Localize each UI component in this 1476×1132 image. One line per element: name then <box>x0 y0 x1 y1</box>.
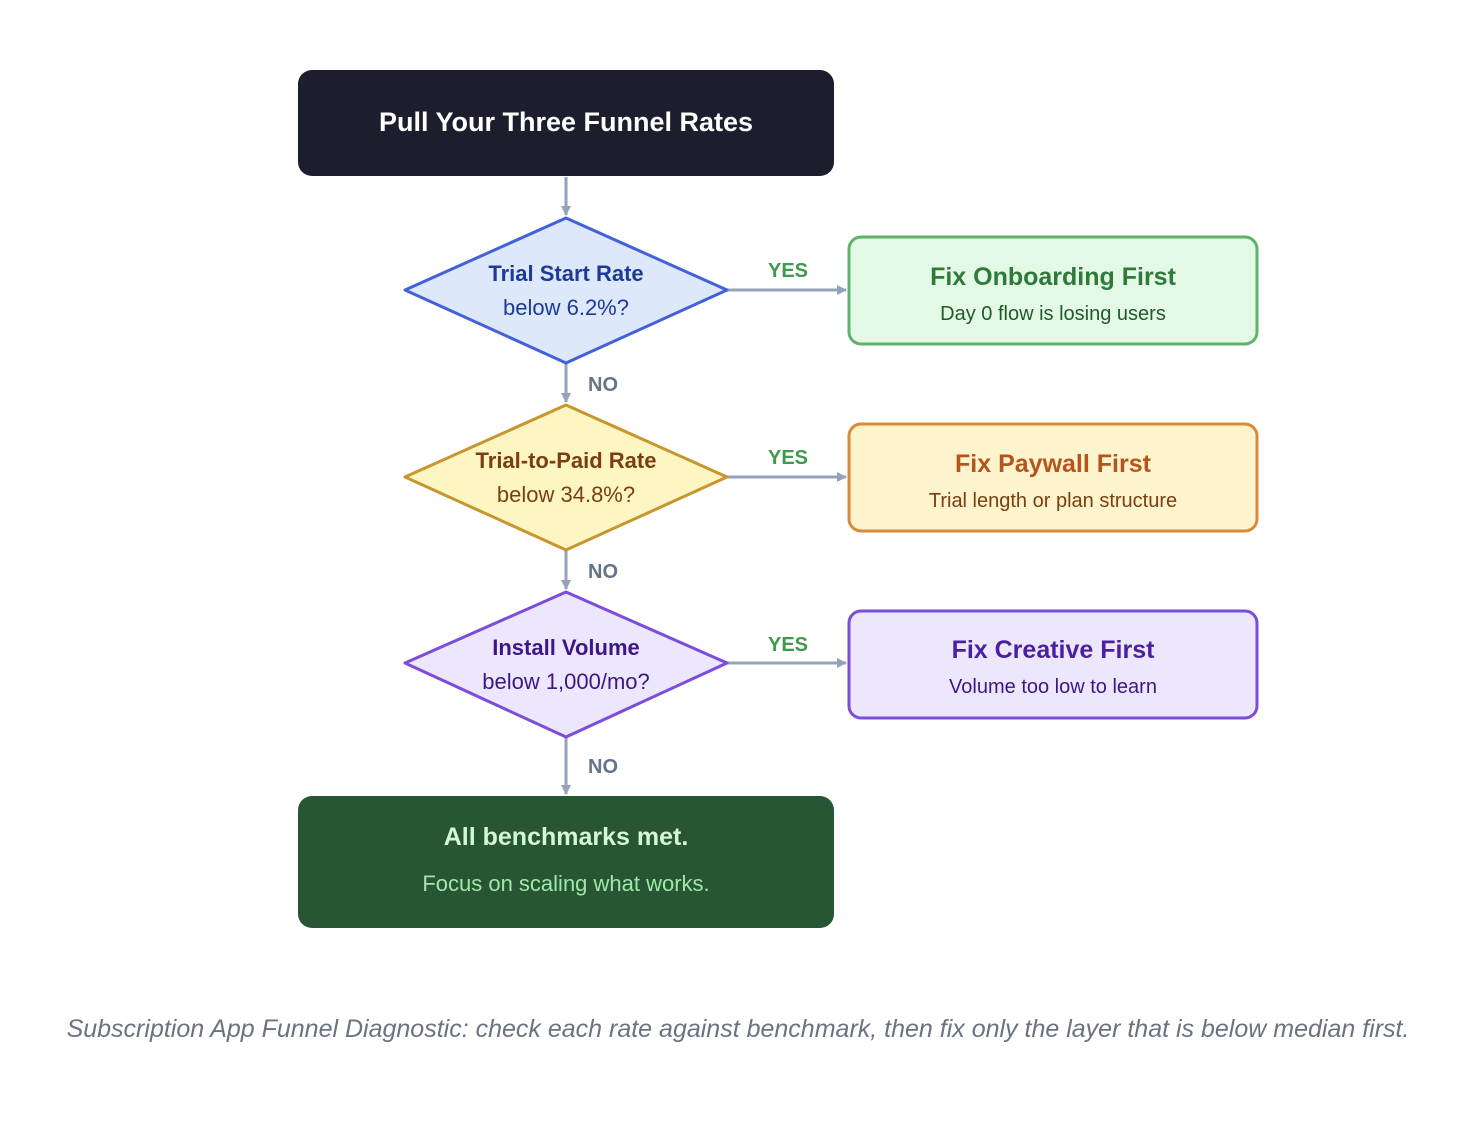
decision-install-volume: Install Volume below 1,000/mo? <box>403 590 729 739</box>
decision-trial-start-rate-title: Trial Start Rate <box>488 261 643 286</box>
outcome-fix-creative: Fix Creative First Volume too low to lea… <box>847 609 1259 720</box>
yes-label-onboarding: YES <box>768 260 808 282</box>
decision-trial-start-rate-question: below 6.2%? <box>503 295 629 320</box>
end-node-title: All benchmarks met. <box>444 823 689 851</box>
decision-trial-to-paid-rate: Trial-to-Paid Rate below 34.8%? <box>403 403 729 552</box>
decision-install-volume-diamond <box>403 590 729 739</box>
start-node-title: Pull Your Three Funnel Rates <box>379 107 753 137</box>
no-label-trial-start: NO <box>588 374 618 396</box>
no-label-trial-paid: NO <box>588 561 618 583</box>
outcome-fix-paywall: Fix Paywall First Trial length or plan s… <box>847 422 1259 533</box>
outcome-fix-creative-box <box>847 609 1259 720</box>
decision-trial-start-rate: Trial Start Rate below 6.2%? <box>403 216 729 365</box>
no-label-install-volume: NO <box>588 756 618 778</box>
connectors <box>561 177 847 795</box>
outcome-fix-onboarding-title: Fix Onboarding First <box>930 263 1177 291</box>
outcome-fix-paywall-title: Fix Paywall First <box>955 450 1152 478</box>
decision-trial-to-paid-rate-diamond <box>403 403 729 552</box>
outcome-fix-paywall-box <box>847 422 1259 533</box>
branch-labels: YES YES YES NO NO NO <box>588 260 808 778</box>
start-node-box <box>298 70 834 176</box>
decision-install-volume-title: Install Volume <box>492 635 640 660</box>
end-node-subtitle: Focus on scaling what works. <box>422 871 709 896</box>
decision-trial-to-paid-rate-title: Trial-to-Paid Rate <box>476 448 657 473</box>
outcome-fix-paywall-subtitle: Trial length or plan structure <box>929 490 1177 512</box>
decision-trial-start-rate-diamond <box>403 216 729 365</box>
decision-install-volume-question: below 1,000/mo? <box>482 669 650 694</box>
outcome-fix-onboarding-subtitle: Day 0 flow is losing users <box>940 303 1166 325</box>
flowchart: Pull Your Three Funnel Rates Trial Start… <box>298 70 1259 928</box>
yes-label-creative: YES <box>768 634 808 656</box>
outcome-fix-creative-subtitle: Volume too low to learn <box>949 676 1157 698</box>
decision-trial-to-paid-rate-question: below 34.8%? <box>497 482 635 507</box>
end-node-box <box>298 796 834 928</box>
end-node: All benchmarks met. Focus on scaling wha… <box>298 796 834 928</box>
start-node: Pull Your Three Funnel Rates <box>298 70 834 176</box>
outcome-fix-creative-title: Fix Creative First <box>952 636 1156 664</box>
figure-caption: Subscription App Funnel Diagnostic: chec… <box>66 1015 1410 1043</box>
yes-label-paywall: YES <box>768 447 808 469</box>
outcome-fix-onboarding-box <box>847 235 1259 346</box>
outcome-fix-onboarding: Fix Onboarding First Day 0 flow is losin… <box>847 235 1259 346</box>
